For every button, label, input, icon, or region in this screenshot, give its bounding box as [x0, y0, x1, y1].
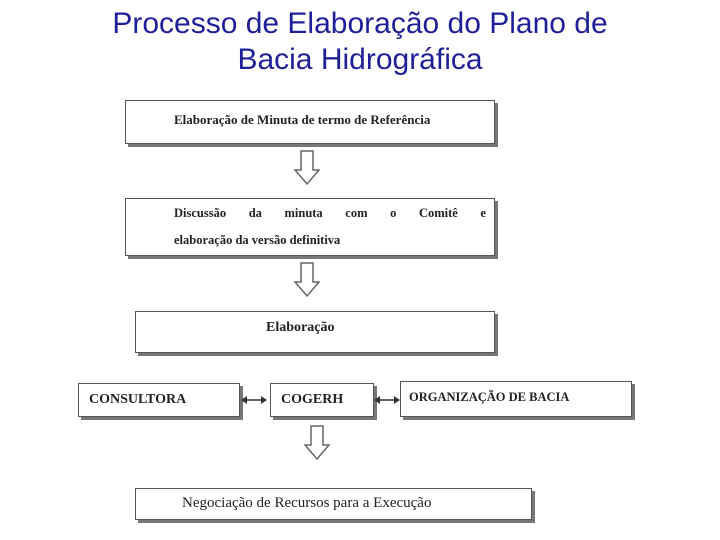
label-organizacao-bacia: ORGANIZAÇÃO DE BACIA	[409, 390, 570, 404]
step-box-negociacao: Negociação de Recursos para a Execução	[135, 488, 532, 520]
step-label-minuta: Elaboração de Minuta de termo de Referên…	[174, 112, 431, 127]
word: Comitê	[418, 206, 458, 220]
label-cogerh: COGERH	[281, 392, 344, 407]
step-box-minuta: Elaboração de Minuta de termo de Referên…	[125, 100, 495, 144]
step-label-elaboracao: Elaboração	[266, 320, 335, 335]
label-consultora: CONSULTORA	[89, 392, 187, 407]
word: minuta	[284, 206, 323, 220]
arrow-down-1	[293, 150, 321, 186]
title-line-2: Bacia Hidrográfica	[237, 43, 483, 76]
word: da	[248, 206, 262, 220]
step-label-discussao-line1: Discussão da minuta com o Comitê e	[174, 206, 486, 221]
step-label-discussao-line2: elaboração da versão definitiva	[174, 233, 341, 247]
step-box-elaboracao: Elaboração	[135, 311, 495, 353]
word: o	[390, 206, 397, 220]
page-title: Processo de Elaboração do Plano de Bacia…	[0, 6, 720, 78]
box-cogerh: COGERH	[270, 383, 374, 417]
title-line-1: Processo de Elaboração do Plano de	[112, 7, 608, 40]
word: Discussão	[174, 206, 227, 220]
word: com	[345, 206, 368, 220]
box-organizacao-bacia: ORGANIZAÇÃO DE BACIA	[400, 381, 632, 417]
step-box-discussao: Discussão da minuta com o Comitê e elabo…	[125, 198, 495, 256]
double-arrow-left	[241, 396, 267, 404]
arrow-down-3	[303, 425, 331, 461]
step-label-negociacao: Negociação de Recursos para a Execução	[182, 495, 432, 511]
box-consultora: CONSULTORA	[78, 383, 240, 417]
double-arrow-right	[374, 396, 400, 404]
word: e	[480, 206, 486, 220]
arrow-down-2	[293, 262, 321, 298]
